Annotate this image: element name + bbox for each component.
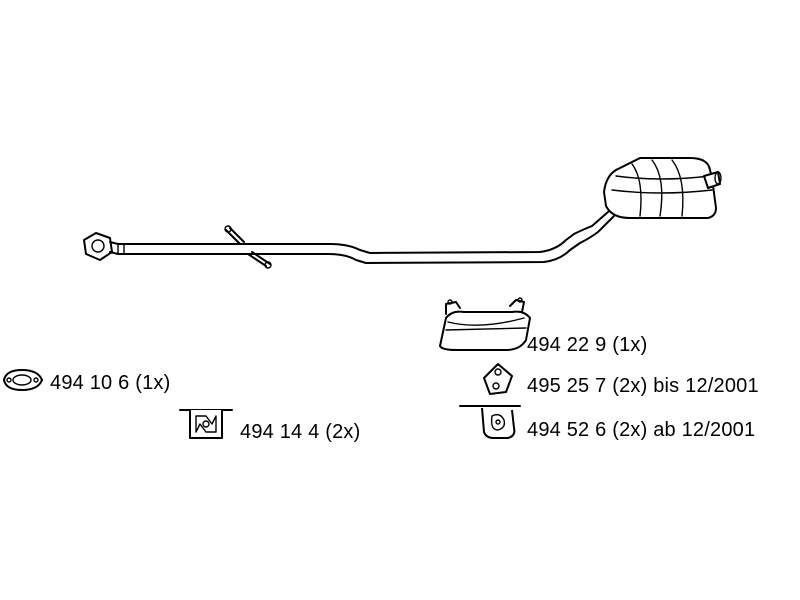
rear-muffler <box>603 157 722 219</box>
pipe-upper-edge <box>109 211 609 254</box>
gasket-icon <box>3 369 43 391</box>
clamp-bracket-icon <box>439 297 531 351</box>
hanger-block-label: 494 14 4 (2x) <box>240 421 361 443</box>
pipe-hanger-rod <box>224 225 272 269</box>
rubber-mount-old-icon <box>483 363 513 395</box>
pipe-lower-edge <box>109 215 615 264</box>
clamp-bracket-label: 494 22 9 (1x) <box>527 334 648 356</box>
rubber-mount-new-icon <box>459 405 521 439</box>
rubber-mount-old-label: 495 25 7 (2x) bis 12/2001 <box>527 375 759 397</box>
front-flange <box>83 232 113 261</box>
exhaust-pipe-assembly <box>83 157 722 269</box>
rubber-mount-new-label: 494 52 6 (2x) ab 12/2001 <box>527 419 756 441</box>
hanger-block-icon <box>179 409 233 439</box>
gasket-label: 494 10 6 (1x) <box>50 372 171 394</box>
